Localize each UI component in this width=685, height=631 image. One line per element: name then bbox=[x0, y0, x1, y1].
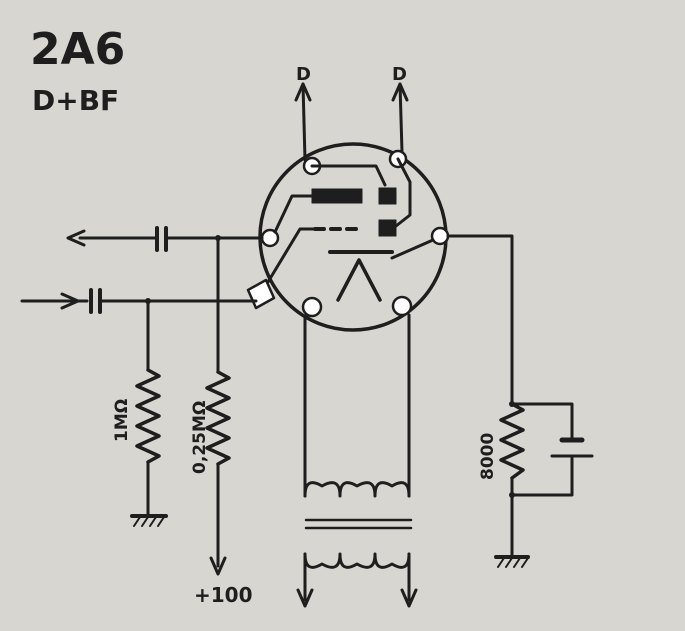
cathode-resistor-label: 8000 bbox=[478, 433, 498, 480]
plate-load-resistor-label: 0,25MΩ bbox=[190, 401, 210, 474]
primary-arrow-right bbox=[400, 588, 418, 608]
pin-bottom-left bbox=[301, 296, 323, 318]
diode-plate-2 bbox=[378, 219, 397, 237]
ground-left-hatch bbox=[133, 516, 165, 527]
wire-cathode bbox=[390, 238, 435, 260]
wire-plate-to-pin bbox=[273, 194, 314, 234]
grid-resistor bbox=[135, 368, 161, 464]
tube-type-label: 2A6 bbox=[30, 24, 125, 75]
wire-grid bbox=[266, 227, 317, 284]
output-arrow bbox=[66, 229, 86, 247]
diode-plate-1 bbox=[378, 187, 397, 205]
tube-function-label: D+BF bbox=[32, 84, 119, 117]
triode-plate bbox=[311, 188, 363, 204]
d-label-right: D bbox=[392, 64, 407, 85]
grid-resistor-label: 1MΩ bbox=[112, 399, 132, 442]
bypass-cap-wires bbox=[510, 402, 574, 497]
pin-right bbox=[430, 226, 450, 246]
pin-bottom-right bbox=[391, 295, 413, 317]
transformer-secondary bbox=[303, 481, 411, 498]
d-output-right-arrow bbox=[391, 82, 409, 102]
supply-arrow bbox=[209, 556, 227, 576]
d-output-right-line bbox=[398, 82, 404, 154]
primary-arrow-left bbox=[296, 588, 314, 608]
d-label-left: D bbox=[296, 64, 311, 85]
cathode-resistor bbox=[499, 402, 525, 480]
d-output-left-line bbox=[301, 82, 307, 162]
grid-cap bbox=[246, 278, 276, 310]
wire-diode1 bbox=[310, 164, 387, 187]
tube-envelope bbox=[258, 142, 448, 332]
supply-label: +100 bbox=[194, 583, 253, 607]
input-arrow bbox=[60, 292, 80, 310]
ground-right-hatch bbox=[497, 557, 529, 568]
d-output-left-arrow bbox=[294, 82, 312, 102]
plate-load-resistor bbox=[205, 370, 231, 466]
heater-filament bbox=[336, 258, 382, 302]
wire-diode2 bbox=[394, 157, 412, 228]
transformer-primary bbox=[303, 552, 411, 569]
cathode-wire bbox=[446, 234, 514, 406]
